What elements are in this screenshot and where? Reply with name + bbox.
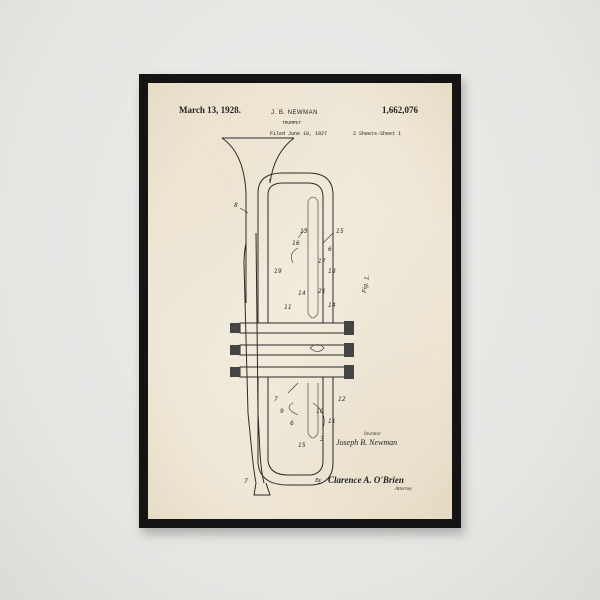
leader-7 bbox=[287, 382, 299, 394]
by-label: By bbox=[315, 478, 322, 484]
third-slide bbox=[312, 402, 325, 429]
valve-button-3 bbox=[230, 367, 240, 377]
curved-crook bbox=[291, 247, 299, 264]
ref-13: 13 bbox=[300, 228, 308, 235]
lower-slide-inner bbox=[267, 377, 324, 476]
bell-pipe-left bbox=[243, 193, 257, 484]
inventor-role: Inventor bbox=[364, 432, 381, 437]
patent-date: March 13, 1928. bbox=[179, 105, 241, 115]
ref-6: 6 bbox=[328, 246, 332, 253]
top-slide-outer bbox=[257, 172, 334, 323]
ref-19: 19 bbox=[274, 268, 282, 275]
patent-title: TRUMPET bbox=[282, 121, 301, 126]
leader-15 bbox=[322, 232, 334, 244]
patent-number: 1,662,076 bbox=[382, 105, 418, 115]
inner-valve-tube bbox=[307, 196, 319, 319]
mouthpiece bbox=[253, 482, 271, 496]
filed-date: Filed June 10, 1927 bbox=[270, 131, 328, 137]
ref-18: 18 bbox=[328, 268, 336, 275]
inventor-header: J. B. NEWMAN bbox=[271, 110, 319, 116]
attorney-signature: Clarence A. O'Brien bbox=[328, 475, 404, 485]
inventor-name: Joseph B. Newman bbox=[336, 438, 398, 447]
lower-valve-tube bbox=[307, 383, 319, 439]
poster-frame: March 13, 1928. 1,662,076 J. B. NEWMAN T… bbox=[139, 74, 461, 528]
ref-6b: 6 bbox=[290, 420, 294, 427]
ref-14b: 14 bbox=[298, 290, 306, 297]
ref-16: 16 bbox=[292, 240, 300, 247]
valve-cap-1 bbox=[344, 321, 354, 335]
valve-cap-2 bbox=[344, 343, 354, 357]
valve-cap-3 bbox=[344, 365, 354, 379]
bell-outline bbox=[221, 137, 295, 303]
top-slide-inner bbox=[267, 182, 324, 323]
bell-pipe-right bbox=[255, 232, 265, 484]
ref-3: 3 bbox=[320, 436, 324, 443]
ref-7b: 7 bbox=[244, 478, 248, 485]
figure-label: Fig. 1. bbox=[361, 274, 371, 293]
ref-17: 17 bbox=[318, 258, 326, 265]
ref-8: 8 bbox=[234, 202, 238, 209]
ref-11: 11 bbox=[284, 304, 292, 311]
ref-10: 10 bbox=[316, 408, 324, 415]
ref-15: 15 bbox=[336, 228, 344, 235]
attorney-role: Attorney bbox=[395, 487, 413, 492]
lower-slide-outer bbox=[257, 377, 334, 486]
ref-21: 21 bbox=[318, 288, 326, 295]
leader-8 bbox=[239, 207, 249, 214]
leader-13 bbox=[297, 227, 307, 239]
ref-14: 14 bbox=[328, 302, 336, 309]
valve-knot bbox=[309, 344, 325, 352]
patent-sheet: March 13, 1928. 1,662,076 J. B. NEWMAN T… bbox=[148, 83, 452, 519]
ref-11b: 11 bbox=[328, 418, 336, 425]
valve-casing-3 bbox=[239, 366, 349, 378]
valve-button-1 bbox=[230, 323, 240, 333]
valve-button-2 bbox=[230, 345, 240, 355]
valve-casing-2 bbox=[239, 344, 349, 356]
ref-9: 9 bbox=[280, 408, 284, 415]
ref-7: 7 bbox=[274, 396, 278, 403]
ref-15b: 15 bbox=[298, 442, 306, 449]
sheet-count: 2 Sheets-Sheet 1 bbox=[353, 131, 402, 137]
ref-12: 12 bbox=[338, 396, 346, 403]
lower-crook bbox=[288, 402, 299, 416]
trumpet-drawing: 8 13 16 15 6 18 19 17 21 14 11 14 7 12 9… bbox=[221, 137, 371, 496]
valve-casing-1 bbox=[239, 322, 349, 334]
